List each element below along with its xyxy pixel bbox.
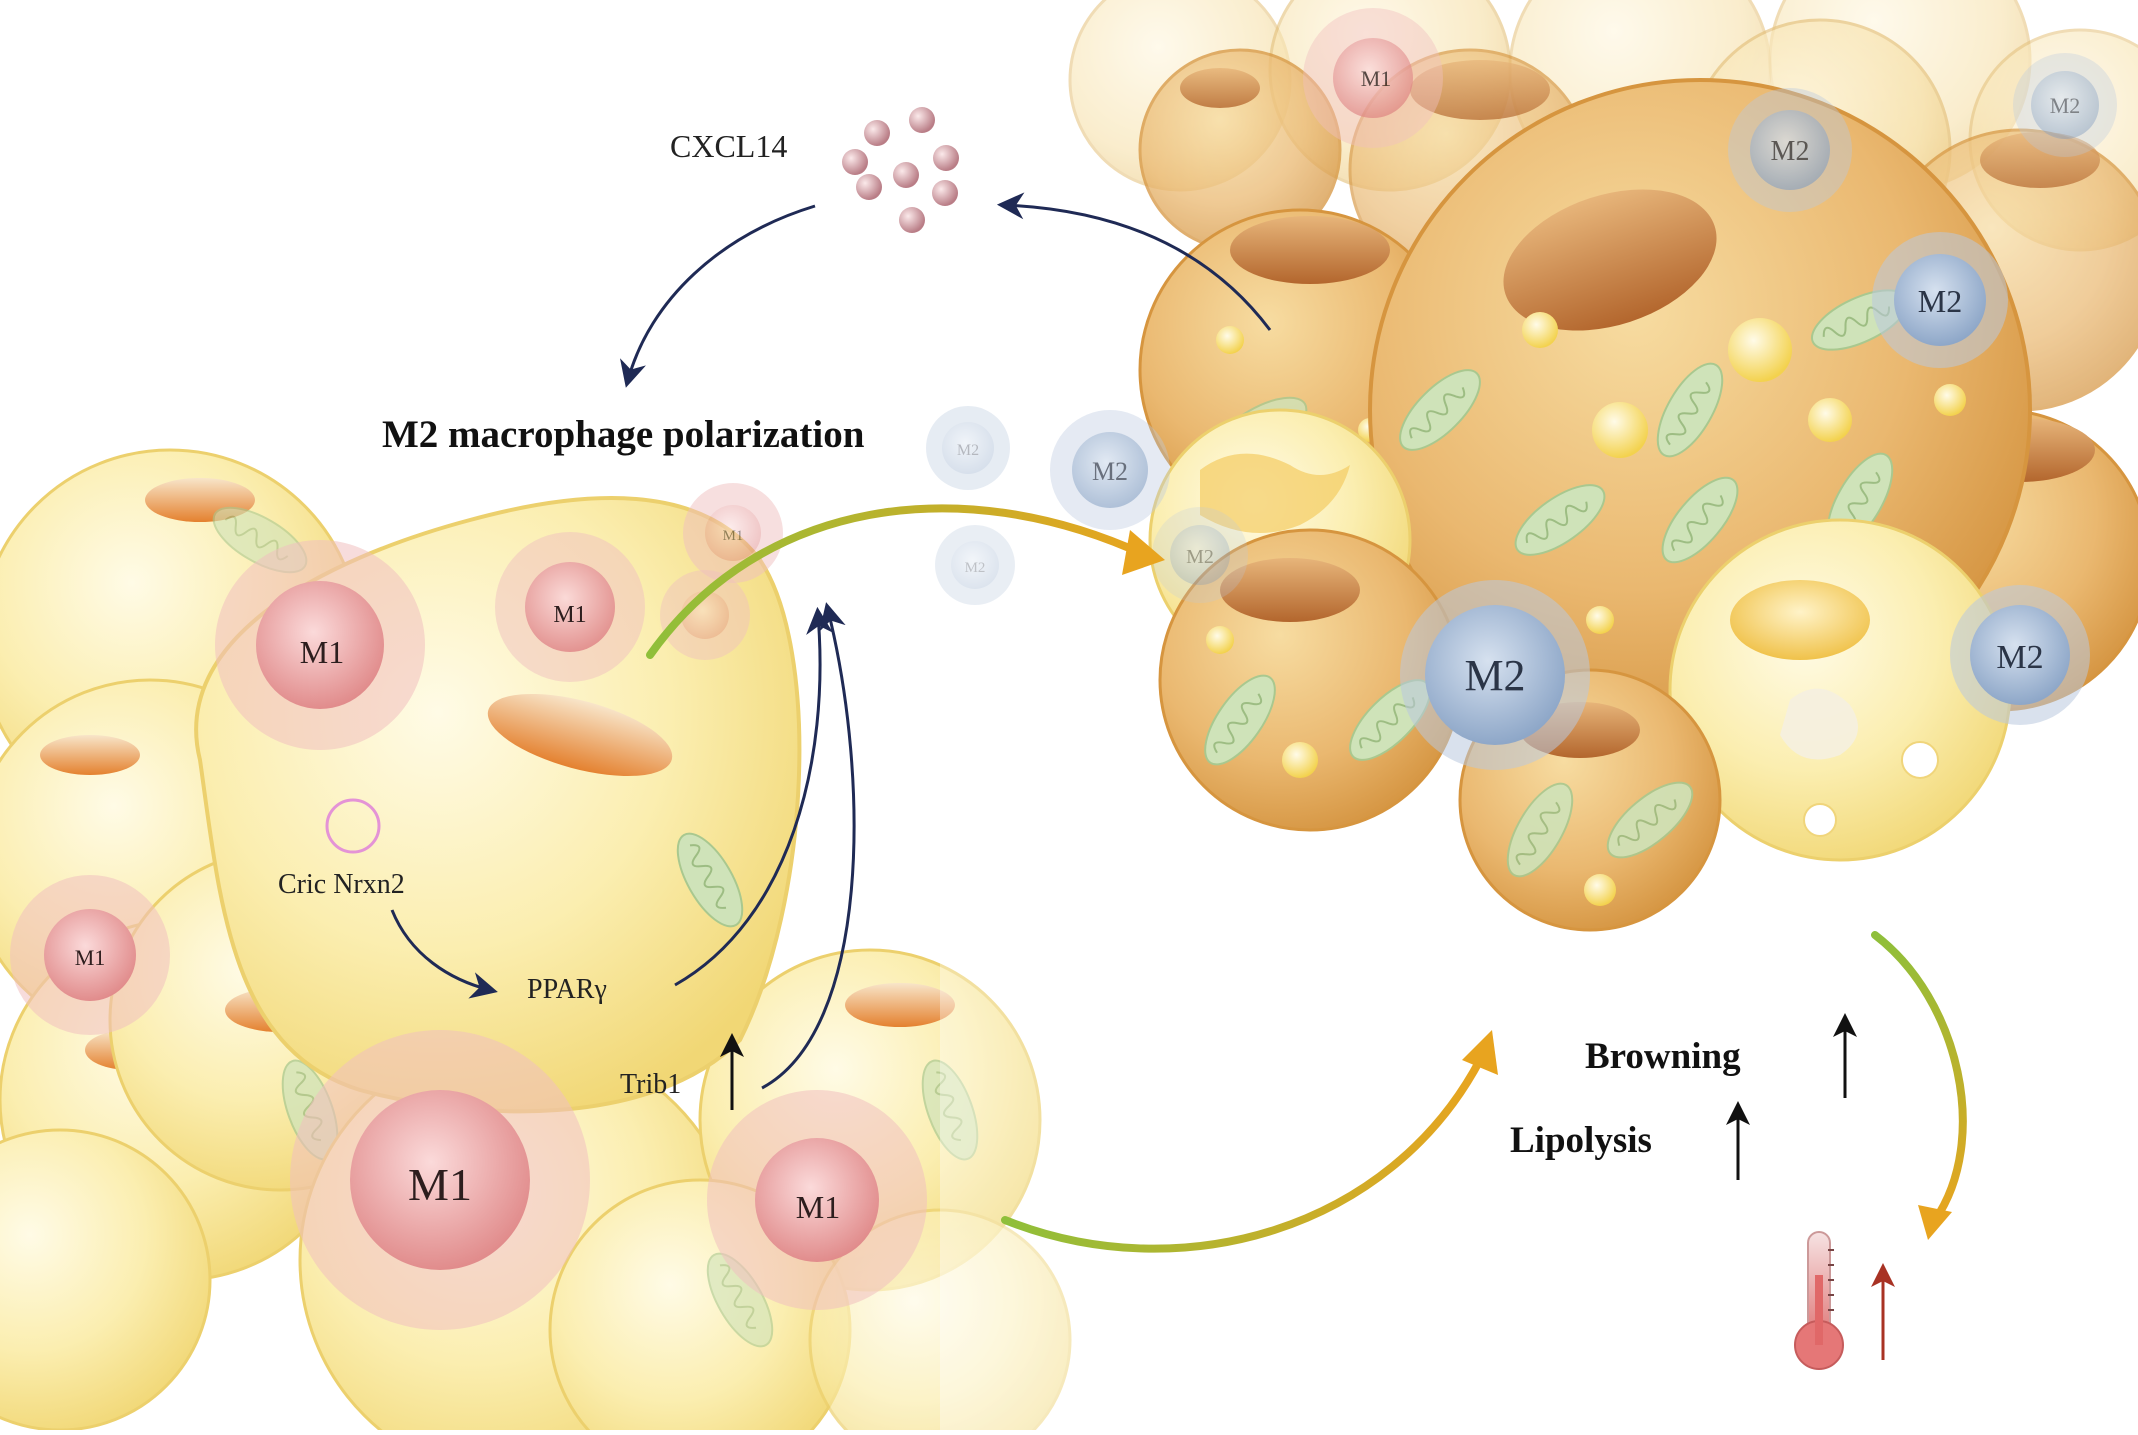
m1-macrophage: M1	[1303, 8, 1443, 148]
m2-label: M2	[1464, 651, 1525, 700]
brown-fat-cluster: M2 M2 M2 M2 M2 M2 M2	[926, 0, 2138, 932]
white-fat-cluster: M1 M1 M1 M1 M1 M1	[0, 8, 1443, 1435]
browning-label: Browning	[1585, 1036, 1741, 1077]
m2-macrophage: M2	[1872, 232, 2008, 368]
m2-macrophage: M2	[1050, 410, 1170, 530]
m2-macrophage: M2	[1152, 507, 1248, 603]
m1-label: M1	[408, 1159, 472, 1210]
m2-macrophage: M2	[935, 525, 1015, 605]
cric-nrxn2-label: Cric Nrxn2	[278, 869, 405, 900]
m2-label: M2	[1918, 283, 1962, 319]
m1-macrophage: M1	[707, 1090, 927, 1310]
m2-macrophage: M2	[2013, 53, 2117, 157]
m1-label: M1	[796, 1189, 840, 1225]
m2-macrophage: M2	[1400, 580, 1590, 770]
m2-label: M2	[1771, 136, 1810, 167]
m1-macrophage: M1	[10, 875, 170, 1035]
m2-macrophage: M2	[1950, 585, 2090, 725]
cxcl14-label: CXCL14	[670, 128, 787, 164]
m2-label: M2	[1186, 546, 1214, 568]
m1-label: M1	[1361, 66, 1392, 91]
m1-macrophage: M1	[290, 1030, 590, 1330]
cxcl14-chemokines	[842, 107, 959, 233]
lipolysis-label: Lipolysis	[1510, 1120, 1652, 1161]
m1-label: M1	[300, 634, 344, 670]
m1-macrophage: M1	[495, 532, 645, 682]
pathway-arrows	[390, 192, 1967, 1360]
circular-rna-icon	[325, 798, 381, 854]
m2-label: M2	[965, 560, 986, 576]
thermometer-icon	[1794, 1231, 1844, 1370]
m2-macrophage: M2	[1728, 88, 1852, 212]
m2-label: M2	[1996, 639, 2043, 676]
m1-macrophage	[660, 570, 750, 660]
m2-polarization-label: M2 macrophage polarization	[382, 413, 865, 456]
ppar-gamma-label: PPARγ	[527, 974, 607, 1005]
m2-label: M2	[1092, 457, 1128, 486]
m2-macrophage: M2	[926, 406, 1010, 490]
trib1-label: Trib1	[620, 1069, 681, 1100]
m2-label: M2	[957, 442, 979, 459]
m1-label: M1	[553, 602, 586, 628]
m1-macrophage: M1	[215, 540, 425, 750]
m2-label: M2	[2050, 93, 2081, 118]
m1-label: M1	[723, 528, 744, 544]
m1-label: M1	[75, 945, 106, 970]
